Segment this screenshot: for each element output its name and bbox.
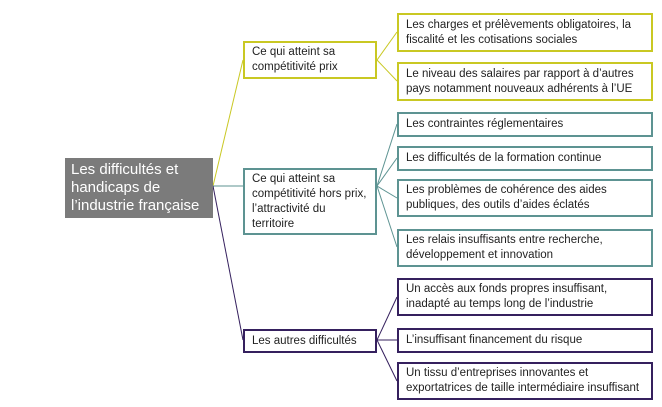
leaf-item: Un tissu d’entreprises innovantes et exp… [397, 362, 653, 400]
leaf-item: Le niveau des salaires par rapport à d’a… [397, 62, 653, 101]
leaf-item: Les difficultés de la formation continue [397, 146, 653, 171]
connector [376, 339, 398, 382]
connector [376, 31, 398, 61]
connector [376, 157, 398, 187]
connector [212, 59, 244, 187]
branch-hors-prix: Ce qui atteint sa compétitivité hors pri… [243, 168, 377, 235]
leaf-item: Un accès aux fonds propres insuffisant, … [397, 278, 653, 316]
branch-autres: Les autres difficultés [243, 329, 377, 353]
connector [376, 123, 398, 187]
leaf-item: Les contraintes réglementaires [397, 112, 653, 137]
leaf-item: Les problèmes de cohérence des aides pub… [397, 179, 653, 217]
connector [376, 185, 398, 199]
connector [376, 185, 398, 248]
connector [376, 296, 398, 341]
branch-prix: Ce qui atteint sa compétitivité prix [243, 41, 377, 79]
root-node: Les difficultés et handicaps de l’indust… [65, 158, 213, 218]
connector [376, 59, 398, 82]
leaf-item: Les relais insuffisants entre recherche,… [397, 229, 653, 267]
leaf-item: L’insuffisant financement du risque [397, 328, 653, 353]
connector [212, 185, 244, 341]
leaf-item: Les charges et prélèvements obligatoires… [397, 13, 653, 52]
